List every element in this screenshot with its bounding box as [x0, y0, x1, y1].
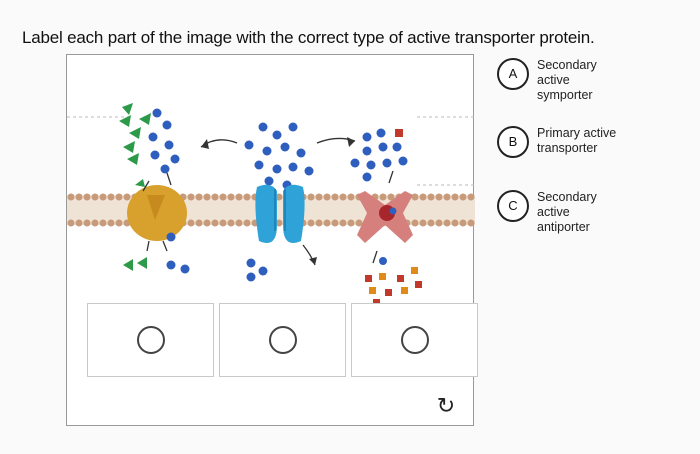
transporter-figure: ↻ — [66, 54, 478, 426]
lipid-head — [435, 219, 443, 227]
reset-icon[interactable]: ↻ — [436, 393, 456, 418]
lipid-head — [67, 219, 75, 227]
symporter-protein — [127, 172, 187, 252]
lipid-head — [315, 193, 323, 201]
lipid-head — [203, 219, 211, 227]
lipid-head — [459, 193, 467, 201]
answer-slot-circle[interactable] — [268, 326, 297, 354]
symporter-outside-molecules — [119, 103, 180, 174]
lipid-head — [187, 193, 195, 201]
lipid-head — [331, 193, 339, 201]
lipid-head — [211, 193, 219, 201]
option-letter[interactable]: A — [497, 58, 529, 90]
uniporter-protein — [255, 184, 305, 243]
lipid-head — [339, 219, 347, 227]
lipid-head — [83, 193, 91, 201]
uniporter-outside-molecules — [244, 122, 314, 190]
lipid-head — [219, 193, 227, 201]
drop-zone-antiporter[interactable] — [351, 303, 478, 377]
lipid-head — [107, 219, 115, 227]
lipid-head — [243, 193, 251, 201]
lipid-head — [323, 219, 331, 227]
lipid-head — [315, 219, 323, 227]
lipid-head — [419, 219, 427, 227]
lipid-head — [347, 193, 355, 201]
lipid-head — [91, 219, 99, 227]
lipid-head — [459, 219, 467, 227]
lipid-head — [115, 193, 123, 201]
uniporter-inside-molecules — [246, 258, 268, 282]
lipid-head — [379, 193, 387, 201]
lipid-head — [67, 193, 75, 201]
lipid-head — [235, 219, 243, 227]
lipid-head — [91, 193, 99, 201]
lipid-head — [275, 193, 283, 201]
lipid-head — [307, 219, 315, 227]
answer-slot-circle[interactable] — [400, 326, 429, 354]
lipid-head — [307, 193, 315, 201]
lipid-head — [227, 219, 235, 227]
lipid-head — [211, 219, 219, 227]
drop-zone-symporter[interactable] — [87, 303, 214, 377]
option-label: Primary active transporter — [537, 126, 617, 155]
lipid-head — [451, 219, 459, 227]
lipid-head — [83, 219, 91, 227]
lipid-head — [467, 219, 475, 227]
lipid-head — [195, 219, 203, 227]
lipid-head — [339, 193, 347, 201]
lipid-head — [227, 193, 235, 201]
lipid-head — [107, 193, 115, 201]
question-text: Label each part of the image with the co… — [22, 28, 595, 47]
lipid-head — [387, 193, 395, 201]
lipid-head — [75, 193, 83, 201]
lipid-head — [427, 219, 435, 227]
lipid-head — [123, 193, 131, 201]
antiporter-outside-molecules — [350, 128, 408, 182]
lipid-head — [443, 219, 451, 227]
guide-lines — [67, 116, 475, 186]
lipid-head — [411, 193, 419, 201]
lipid-head — [99, 219, 107, 227]
lipid-head — [411, 219, 419, 227]
lipid-head — [243, 219, 251, 227]
symporter-inside-molecules — [123, 257, 190, 274]
lipid-head — [427, 193, 435, 201]
lipid-head — [467, 193, 475, 201]
lipid-head — [323, 193, 331, 201]
option-letter[interactable]: C — [497, 190, 529, 222]
option-letter[interactable]: B — [497, 126, 529, 158]
answer-slot-circle[interactable] — [136, 326, 165, 354]
lipid-head — [331, 219, 339, 227]
lipid-head — [419, 193, 427, 201]
antiporter-inside-molecules — [365, 257, 422, 306]
lipid-head — [75, 219, 83, 227]
lipid-head — [347, 219, 355, 227]
membrane-diagram — [67, 103, 475, 306]
lipid-head — [235, 193, 243, 201]
option-label: Secondary active symporter — [537, 58, 597, 102]
lipid-head — [355, 219, 363, 227]
lipid-head — [275, 219, 283, 227]
lipid-head — [187, 219, 195, 227]
lipid-head — [219, 219, 227, 227]
drop-zone-uniporter[interactable] — [219, 303, 346, 377]
lipid-head — [203, 193, 211, 201]
lipid-head — [99, 193, 107, 201]
lipid-head — [451, 193, 459, 201]
option-label: Secondary active antiporter — [537, 190, 597, 234]
lipid-head — [443, 193, 451, 201]
lipid-head — [195, 193, 203, 201]
lipid-head — [115, 219, 123, 227]
antiporter-protein — [357, 170, 413, 264]
lipid-head — [435, 193, 443, 201]
